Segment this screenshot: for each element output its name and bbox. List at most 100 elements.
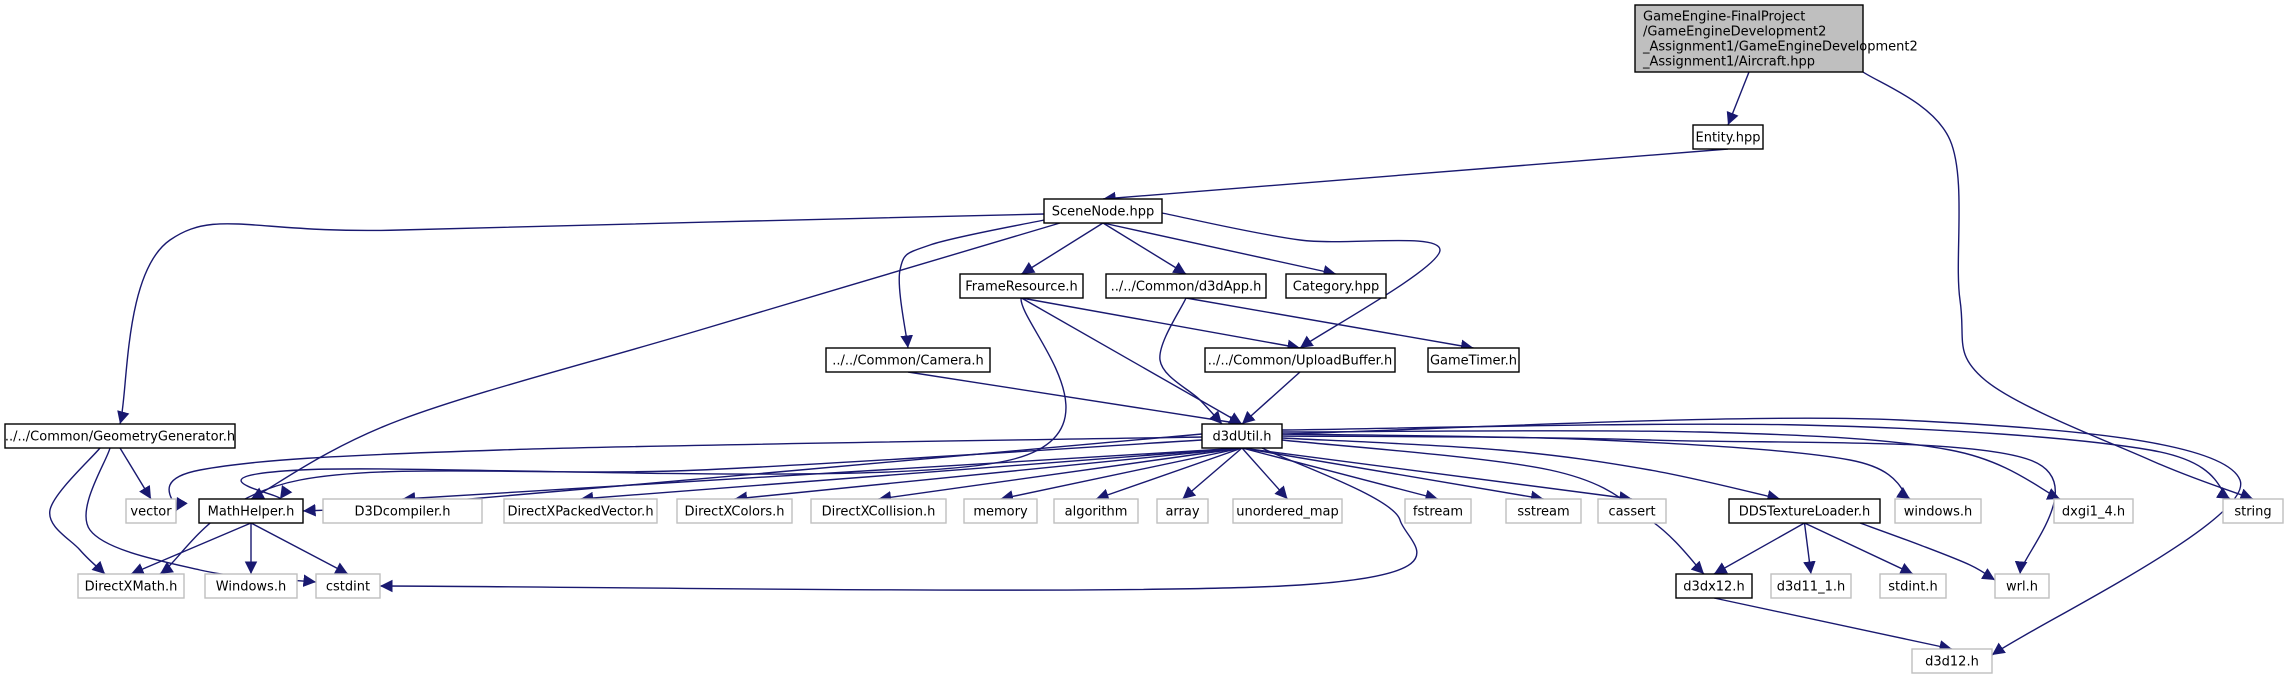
edge-line [1241,447,1633,504]
node-d3dutil[interactable]: d3dUtil.h [1201,423,1283,449]
edge-d3dutil-to-dxcollision [878,447,1243,504]
edge-line [250,222,1061,500]
edge-line [1095,447,1243,501]
edge-d3dx12-to-d3d12 [1713,597,1953,653]
node-box [1894,498,1982,524]
node-ddstextureloader[interactable]: DDSTextureLoader.h [1728,498,1881,524]
node-label: wrl.h [2006,580,2038,595]
edge-d3dutil-to-windows_l [1281,433,1911,500]
edge-ddstextureloader-to-d3dx12 [1713,522,1805,575]
node-wrl[interactable]: wrl.h [1994,573,2050,599]
edge-d3dutil-to-dxgi1_4 [1281,429,2061,500]
node-aircraft[interactable]: GameEngine-FinalProject/GameEngineDevelo… [1634,4,1918,73]
node-box [1232,498,1343,524]
node-unordered_map[interactable]: unordered_map [1232,498,1343,524]
edge-d3dutil-to-d3dcompiler [402,447,1243,505]
edge-scenenode-to-uploadbuffer [1161,212,1441,349]
node-directxmath[interactable]: DirectXMath.h [77,573,185,599]
node-dxgi1_4[interactable]: dxgi1_4.h [2053,498,2134,524]
node-dxcollision[interactable]: DirectXCollision.h [810,498,947,524]
edge-line [580,447,1243,505]
node-box [1597,498,1667,524]
edge-line [1241,447,1544,504]
node-d3dapp[interactable]: ../../Common/d3dApp.h [1105,273,1267,299]
node-array[interactable]: array [1156,498,1209,524]
edge-line [1161,212,1441,349]
edges-layer [49,69,2254,656]
node-label: cstdint [326,580,370,595]
node-label: string [2234,505,2271,520]
node-label: array [1165,505,1199,520]
node-label: ../../Common/UploadBuffer.h [1208,354,1392,369]
node-windows_l[interactable]: windows.h [1894,498,1982,524]
node-scenenode[interactable]: SceneNode.hpp [1043,198,1163,224]
node-box [1634,4,1864,73]
node-sstream[interactable]: sstream [1505,498,1582,524]
node-label: DirectXMath.h [85,580,178,595]
node-geometrygenerator[interactable]: ../../Common/GeometryGenerator.h [4,423,236,449]
node-fstream[interactable]: fstream [1404,498,1472,524]
node-d3dcompiler[interactable]: D3Dcompiler.h [322,498,483,524]
node-gametimer[interactable]: GameTimer.h [1427,347,1520,373]
node-mathhelper[interactable]: MathHelper.h [198,498,304,524]
node-label: algorithm [1065,505,1128,520]
edge-line [1241,371,1301,425]
edge-line [117,213,1045,425]
node-cassert[interactable]: cassert [1597,498,1667,524]
edge-line [1281,433,1911,500]
node-label: FrameResource.h [965,280,1078,295]
node-label: d3dx12.h [1683,580,1744,595]
node-camera[interactable]: ../../Common/Camera.h [825,347,991,373]
edge-scenenode-to-d3dapp [1102,222,1187,275]
node-d3d12[interactable]: d3d12.h [1911,648,1993,674]
node-box [959,273,1084,299]
edge-scenenode-to-frameresource [1021,222,1104,275]
node-stdint[interactable]: stdint.h [1879,573,1947,599]
node-d3d11_1[interactable]: d3d11_1.h [1770,573,1852,599]
edge-line [1241,447,1439,502]
node-label: SceneNode.hpp [1052,205,1154,220]
node-box [1043,198,1163,224]
node-vector[interactable]: vector [125,498,177,524]
node-label: Entity.hpp [1696,131,1761,146]
node-box [1201,423,1283,449]
node-label: sstream [1517,505,1569,520]
node-label: DirectXColors.h [685,505,785,520]
edge-line [1185,297,1474,353]
edge-ddstextureloader-to-wrl [1859,522,1996,581]
node-box [1105,273,1267,299]
node-windows_u[interactable]: Windows.h [204,573,298,599]
node-box [4,423,236,449]
edge-line [734,447,1243,505]
edge-d3dutil-to-cstdint [379,447,1418,593]
edge-d3dutil-to-d3dx12 [1281,439,1705,575]
node-box [1692,124,1764,150]
edge-d3dutil-to-ddstextureloader [1281,437,1781,503]
node-box [1505,498,1582,524]
node-uploadbuffer[interactable]: ../../Common/UploadBuffer.h [1204,347,1396,373]
edge-line [1102,222,1187,275]
node-box [315,573,381,599]
node-entity[interactable]: Entity.hpp [1692,124,1764,150]
node-box [1911,648,1993,674]
node-memory[interactable]: memory [963,498,1038,524]
node-cstdint[interactable]: cstdint [315,573,381,599]
edge-line [379,447,1418,593]
node-algorithm[interactable]: algorithm [1053,498,1139,524]
node-label: GameEngine-FinalProject [1643,10,1805,25]
node-frameresource[interactable]: FrameResource.h [959,273,1084,299]
edge-geometrygenerator-to-directxmath [49,447,106,575]
node-dxcolors[interactable]: DirectXColors.h [676,498,793,524]
node-box [1770,573,1852,599]
edge-d3dutil-to-fstream [1241,447,1439,502]
node-category[interactable]: Category.hpp [1285,273,1387,299]
node-box [1404,498,1472,524]
node-label: fstream [1413,505,1463,520]
node-label: DirectXPackedVector.h [507,505,653,520]
edge-scenenode-to-camera [898,219,1045,349]
node-d3dx12[interactable]: d3dx12.h [1675,573,1753,599]
node-dxpackedvector[interactable]: DirectXPackedVector.h [503,498,658,524]
node-box [1879,573,1947,599]
node-string[interactable]: string [2222,498,2284,524]
edge-line [1281,417,2242,656]
